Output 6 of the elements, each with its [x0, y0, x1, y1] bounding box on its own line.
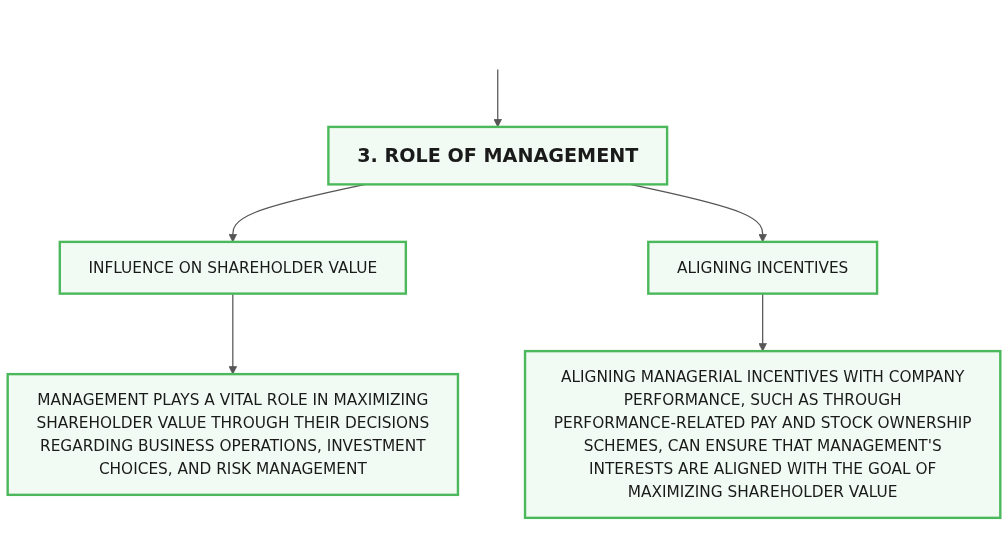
arrow	[493, 68, 502, 127]
node-box: INFLUENCE ON SHAREHOLDER VALUE	[58, 240, 408, 295]
node-box: 3. ROLE OF MANAGEMENT	[327, 125, 669, 186]
node-box: MANAGEMENT PLAYS A VITAL ROLE IN MAXIMIZING SHAREHOLDER VALUE THROUGH THEIR DECISIONS REGARDING BUSINESS OPERATIONS, INVESTMENT CHOICES, AND RISK MANAGEMENT	[6, 372, 460, 496]
node-box: ALIGNING INCENTIVES	[647, 240, 879, 295]
node-box: ALIGNING MANAGERIAL INCENTIVES WITH COMPANY PERFORMANCE, SUCH AS THROUGH PERFORMANCE-RELATED PAY AND STOCK OWNERSHIP SCHEMES, CAN ENSURE THAT MANAGEMENT'S INTERESTS ARE ALIGNED WITH THE GOAL OF MAXIMIZING SHAREHOLDER VALUE	[523, 349, 1002, 519]
